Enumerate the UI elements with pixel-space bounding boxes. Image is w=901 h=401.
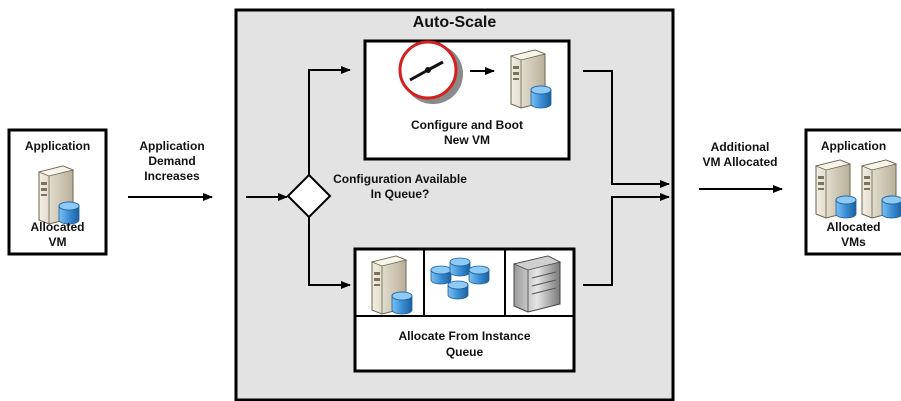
server-icon xyxy=(38,165,80,225)
left-box-caption-line1: Allocated xyxy=(30,220,85,234)
autoscale-title: Auto-Scale xyxy=(412,14,497,31)
no-branch-arrow xyxy=(308,217,351,289)
right-box-caption-line2: VMs xyxy=(841,235,866,249)
queue-box-label-line2: Queue xyxy=(445,345,484,359)
right-box-title: Application xyxy=(820,139,887,153)
storage-array-icon xyxy=(512,255,562,313)
boot-output-arrow xyxy=(583,70,670,188)
boot-box-label-line1: Configure and Boot xyxy=(411,118,523,132)
server-icon xyxy=(510,49,552,109)
server-icon xyxy=(371,255,413,315)
yes-branch-arrow xyxy=(308,66,351,175)
clock-icon xyxy=(398,40,463,104)
decision-label-line2: In Queue? xyxy=(370,187,430,201)
boot-box-label-line2: New VM xyxy=(443,133,490,147)
right-box-caption-line1: Allocated xyxy=(826,220,881,234)
demand-label-line1: Application xyxy=(139,139,205,153)
server-icon xyxy=(861,159,901,219)
left-box-title: Application xyxy=(24,139,91,153)
queue-output-arrow xyxy=(583,193,670,286)
server-icon xyxy=(815,159,857,219)
allocated-label-line1: Additional xyxy=(710,140,770,154)
left-box-caption-line2: VM xyxy=(48,235,67,249)
demand-label-line2: Demand xyxy=(148,154,196,168)
demand-label-line3: Increases xyxy=(144,169,200,183)
decision-label-line1: Configuration Available xyxy=(333,172,467,186)
allocated-label-line2: VM Allocated xyxy=(702,155,778,169)
queue-box-label-line1: Allocate From Instance xyxy=(398,329,531,343)
